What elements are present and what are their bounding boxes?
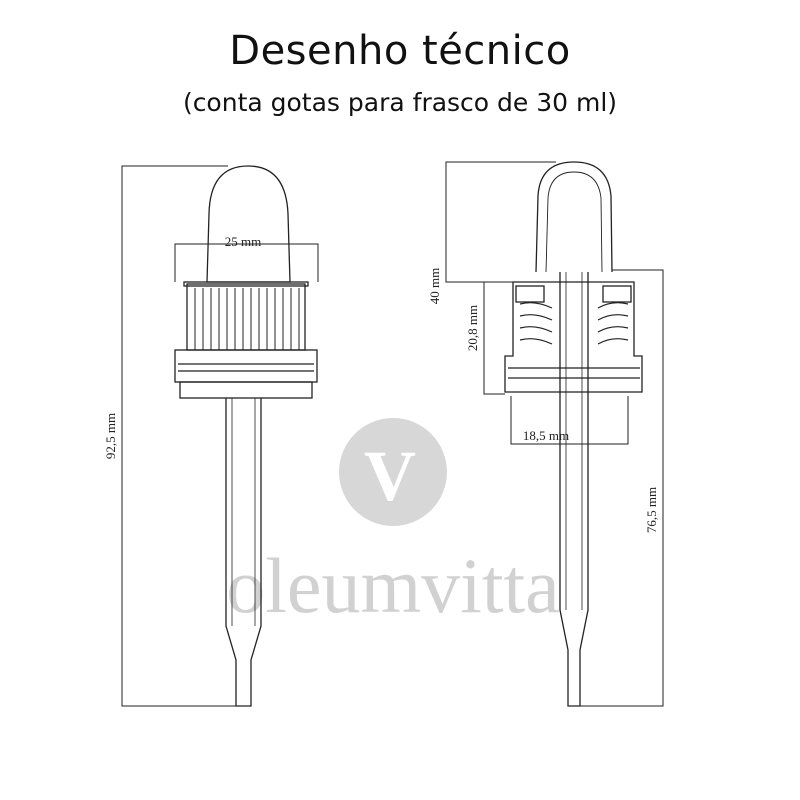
right-cap-threads <box>519 302 629 345</box>
left-cap-ribbed <box>186 283 306 351</box>
watermark-brand-text: oleumvitta <box>226 542 560 629</box>
right-bulb-height-label: 40 mm <box>427 268 442 304</box>
right-dimension-lines <box>445 161 664 707</box>
watermark: V oleumvitta <box>226 418 560 629</box>
right-dropper <box>504 161 643 707</box>
right-pipette <box>559 272 589 707</box>
right-tube-height-label: 76,5 mm <box>644 487 659 533</box>
left-height-label: 92,5 mm <box>103 413 118 459</box>
right-cap-outline <box>504 281 643 393</box>
left-dimension-lines <box>121 165 319 707</box>
page-subtitle: (conta gotas para frasco de 30 ml) <box>182 88 618 117</box>
left-cap-skirt <box>174 349 318 383</box>
right-bulb-inner <box>545 171 603 273</box>
right-cap-width-label: 18,5 mm <box>523 428 569 443</box>
left-dropper <box>174 165 318 707</box>
page-title: Desenho técnico <box>229 28 571 74</box>
left-width-label: 25 mm <box>225 234 261 249</box>
right-bulb-outer <box>535 161 613 273</box>
left-pipette <box>225 398 262 707</box>
right-cap-height-label: 20,8 mm <box>465 305 480 351</box>
left-cap-ribs <box>194 288 300 350</box>
watermark-logo-letter: V <box>364 436 416 516</box>
left-bulb <box>206 165 291 283</box>
watermark-logo-circle <box>339 418 447 526</box>
